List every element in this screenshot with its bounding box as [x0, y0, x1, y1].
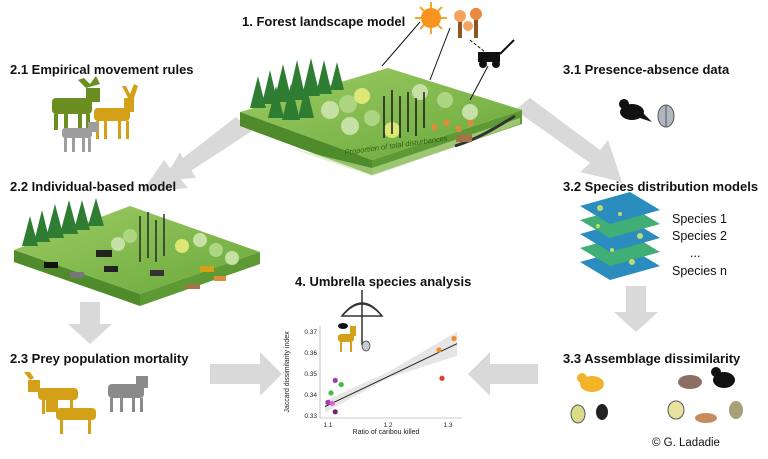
scatter-point-4 [332, 377, 338, 383]
y-tick-label: 0.34 [304, 392, 317, 399]
disturbance-gradient [290, 118, 520, 176]
bird-icon-presence [619, 99, 652, 122]
scatter-point-9 [332, 409, 338, 415]
y-tick-label: 0.36 [304, 350, 317, 357]
moose-icon [52, 76, 100, 130]
scatter-point-7 [325, 399, 331, 405]
label-assemblage-dissimilarity: 3.3 Assemblage dissimilarity [563, 351, 741, 366]
label-presence-absence-data: 3.1 Presence-absence data [563, 62, 730, 77]
scatter-point-5 [338, 381, 344, 388]
stumps [432, 120, 473, 132]
label-empirical-movement-rules: 2.1 Empirical movement rules [10, 62, 194, 77]
harvester-icon [478, 39, 515, 68]
x-tick-label: 1.1 [323, 422, 332, 429]
y-axis-label: Jaccard dissimilarity index [284, 331, 291, 413]
disturbance-connectors [381, 21, 489, 101]
arrow-sdm-to-assemblage [614, 286, 658, 332]
wolf-icon-mortality [108, 376, 148, 412]
conifer-trees [250, 58, 344, 120]
species-label-ellipsis: ... [690, 246, 701, 260]
label-forest-landscape-model: 1. Forest landscape model [242, 14, 406, 29]
arrow-ibm-to-mortality [68, 302, 112, 344]
flow-arrows [68, 98, 658, 396]
label-species-distribution-models: 3.2 Species distribution models [563, 179, 759, 194]
ibm-animals [44, 250, 226, 289]
arrow-mortality-to-umbrella [210, 352, 282, 396]
x-tick-labels: 1.1 1.2 1.3 [323, 422, 452, 429]
insect-outbreak-icon [454, 8, 482, 38]
species-label-n: Species n [672, 264, 727, 278]
scatter-point-6 [328, 390, 334, 396]
label-prey-population-mortality: 2.3 Prey population mortality [10, 351, 189, 366]
species-label-1: Species 1 [672, 212, 727, 226]
ibm-landscape-block [14, 198, 260, 306]
scatter-point-3 [439, 375, 445, 381]
wolf-icon-movement [62, 122, 98, 152]
sun-fire-icon [415, 2, 447, 34]
y-tick-label: 0.33 [304, 413, 317, 420]
beetle-icon-presence [657, 104, 675, 128]
assemblage-species-icons [570, 367, 743, 424]
log-pile [456, 134, 472, 142]
x-axis-label: Ratio of caribou killed [353, 429, 420, 436]
x-tick-label: 1.2 [383, 422, 392, 429]
trend-line [324, 343, 458, 408]
sdm-map-stack [580, 192, 660, 280]
umbrella-icon [338, 290, 384, 352]
scatter-points [325, 335, 457, 415]
scatter-point-2 [436, 347, 442, 353]
y-tick-label: 0.35 [304, 371, 317, 378]
scatter-point-8 [329, 400, 335, 407]
arrow-assemblage-to-umbrella [468, 352, 538, 396]
label-individual-based-model: 2.2 Individual-based model [10, 179, 177, 194]
logging-road [454, 114, 516, 148]
arrow-rules-to-ibm [164, 124, 244, 180]
credit-text: © G. Ladadie [652, 437, 720, 449]
x-tick-label: 1.3 [443, 422, 452, 429]
scatter-point-1 [451, 335, 457, 342]
species-label-2: Species 2 [672, 229, 727, 243]
arrow-forest-to-sdm [515, 98, 622, 182]
caribou-icons-mortality [24, 372, 96, 434]
y-tick-label: 0.37 [304, 329, 317, 336]
burned-snags [383, 90, 425, 138]
y-tick-labels: 0.33 0.34 0.35 0.36 0.37 [304, 329, 317, 420]
caribou-icon-movement [94, 84, 138, 139]
umbrella-scatter-chart: 0.33 0.34 0.35 0.36 0.37 1.1 1.2 1.3 Jaccard d… [284, 326, 462, 436]
forest-landscape-block [240, 58, 522, 176]
confidence-band [325, 331, 457, 413]
label-umbrella-species-analysis: 4. Umbrella species analysis [295, 274, 472, 289]
